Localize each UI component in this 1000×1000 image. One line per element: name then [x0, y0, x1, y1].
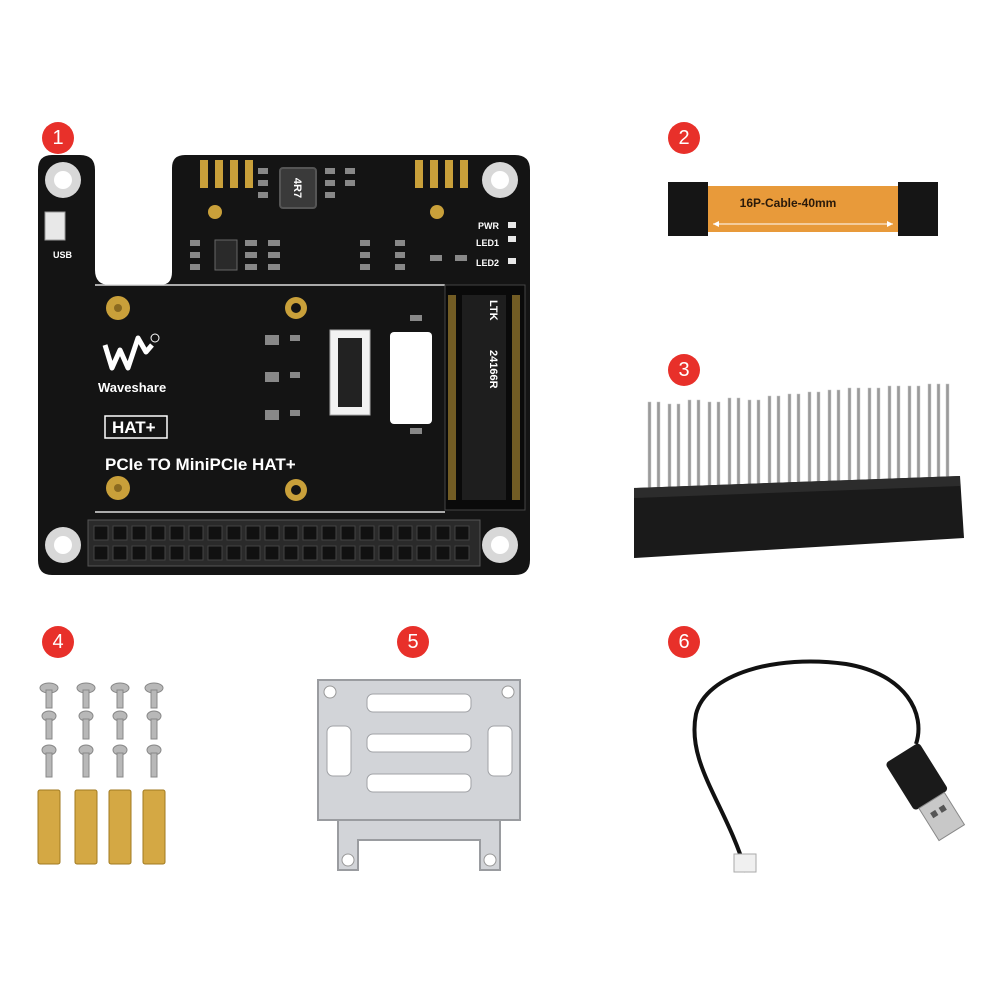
hat-label: HAT+ [112, 418, 156, 437]
usb-label: USB [53, 250, 73, 260]
connector-text-model: 24166R [487, 350, 499, 389]
cable-length-label: 16P-Cable-40mm [739, 196, 837, 210]
led2-label: LED2 [476, 258, 499, 268]
pwr-label: PWR [478, 221, 499, 231]
item-badge-5: 5 [397, 626, 429, 658]
usb-cable [692, 659, 966, 873]
gpio-pins [93, 525, 470, 561]
ic-chip [214, 239, 238, 271]
jst-connector [733, 853, 757, 873]
hat-label-box [104, 415, 168, 439]
ffc-cable [668, 182, 938, 236]
item-badge-1: 1 [42, 122, 74, 154]
item-badge-2: 2 [668, 122, 700, 154]
usb-header [44, 211, 66, 241]
board-cutout [390, 332, 432, 424]
pcb-outline [38, 155, 530, 575]
gold-pads-left [200, 160, 253, 188]
brand-label: Waveshare [98, 380, 166, 395]
cable-wire [692, 659, 921, 873]
inductor [279, 167, 317, 209]
smd-components [190, 168, 467, 434]
screws-row-2 [41, 710, 162, 740]
minipcie-bracket [317, 679, 521, 871]
ufl-connector-left [208, 205, 222, 219]
ufl-connector-right [430, 205, 444, 219]
led1-label: LED1 [476, 238, 499, 248]
inductor-text: 4R7 [291, 178, 303, 198]
screws-and-standoffs [37, 682, 166, 865]
item-badge-3: 3 [668, 354, 700, 386]
item-badge-6: 6 [668, 626, 700, 658]
brass-standoffs [37, 789, 166, 865]
item-badge-4: 4 [42, 626, 74, 658]
mounting-holes [45, 162, 518, 563]
minipcie-pins [448, 295, 520, 500]
screws-row-1 [39, 682, 164, 709]
connector-text-ltk: LTK [487, 300, 499, 321]
status-leds [508, 222, 516, 264]
header-body [634, 476, 964, 558]
usb-plug [886, 743, 966, 842]
header-pins [647, 383, 950, 489]
gold-pads-right [415, 160, 468, 188]
waveshare-logo-icon [102, 335, 154, 371]
screws-row-3 [41, 744, 162, 778]
stacking-header [634, 383, 964, 558]
board-title: PCIe TO MiniPCIe HAT+ [105, 455, 296, 474]
